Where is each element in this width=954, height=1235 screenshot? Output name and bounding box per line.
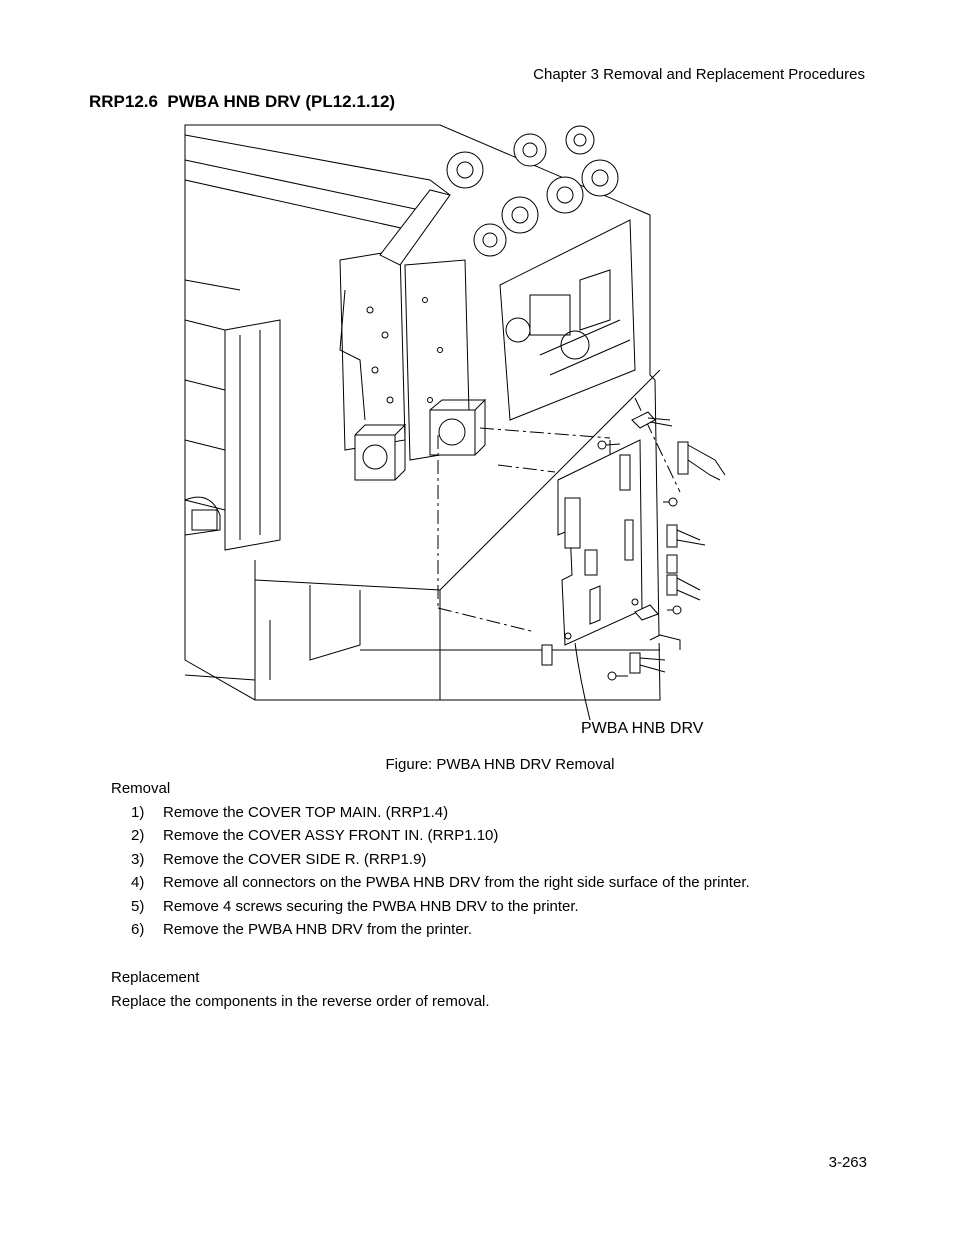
list-item: 1) Remove the COVER TOP MAIN. (RRP1.4) [131, 803, 750, 826]
step-text: Remove 4 screws securing the PWBA HNB DR… [163, 897, 579, 915]
screws [597, 440, 682, 681]
removal-steps-list: 1) Remove the COVER TOP MAIN. (RRP1.4) 2)… [131, 803, 750, 943]
chapter-header: Chapter 3 Removal and Replacement Proced… [533, 66, 865, 83]
callout-leader-line [574, 642, 591, 721]
step-text: Remove the COVER TOP MAIN. (RRP1.4) [163, 804, 449, 821]
figure-caption: Figure: PWBA HNB DRV Removal [385, 756, 615, 773]
step-text: Remove the COVER ASSY FRONT IN. (RRP1.10… [163, 827, 499, 845]
step-text: Remove the PWBA HNB DRV from the printer… [163, 920, 473, 938]
step-text: Remove all connectors on the PWBA HNB DR… [163, 874, 750, 892]
removal-heading: Removal [111, 780, 171, 797]
step-number: 6) [131, 920, 145, 938]
list-item: 6) Remove the PWBA HNB DRV from the print… [131, 920, 750, 943]
list-item: 3) Remove the COVER SIDE R. (RRP1.9) [131, 850, 750, 873]
step-number: 5) [131, 897, 145, 915]
pwba-hnb-drv-board [557, 439, 643, 646]
page-number: 3-263 [828, 1154, 867, 1171]
list-item: 5) Remove 4 screws securing the PWBA HNB … [131, 897, 750, 920]
list-item: 2) Remove the COVER ASSY FRONT IN. (RRP1.… [131, 826, 750, 849]
figure-callout-label: PWBA HNB DRV [581, 720, 704, 737]
printer-body-drawing [184, 124, 661, 701]
step-number: 4) [131, 874, 145, 892]
step-text: Remove the COVER SIDE R. (RRP1.9) [163, 850, 427, 868]
replacement-text: Replace the components in the reverse or… [111, 993, 490, 1010]
step-number: 2) [131, 827, 145, 845]
connectors [541, 411, 726, 674]
list-item: 4) Remove all connectors on the PWBA HNB … [131, 873, 750, 896]
printer-disassembly-illustration [180, 120, 740, 740]
replacement-heading: Replacement [111, 969, 200, 986]
section-title: RRP12.6 PWBA HNB DRV (PL12.1.12) [89, 92, 396, 111]
step-number: 3) [131, 850, 145, 868]
step-number: 1) [131, 804, 145, 821]
